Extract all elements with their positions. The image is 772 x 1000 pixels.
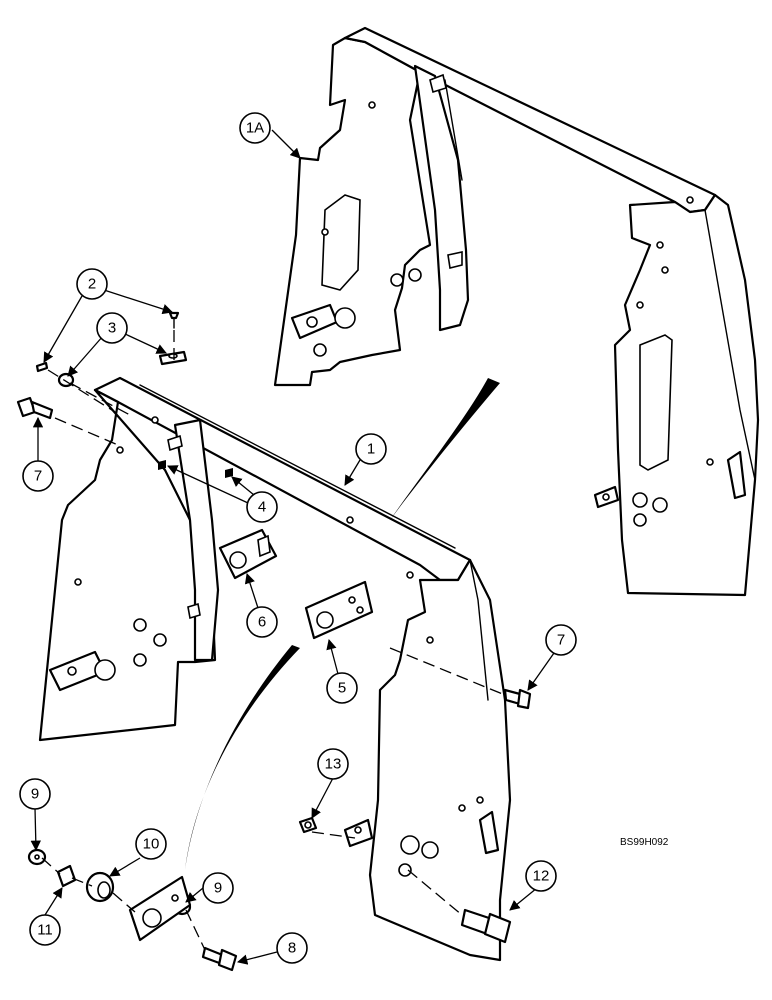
bolt-7-right	[503, 688, 532, 710]
nut-4-a	[158, 460, 166, 470]
callout-7-right-label: 7	[557, 632, 565, 649]
callout-3-label: 3	[108, 320, 116, 337]
clip-plate	[128, 875, 192, 942]
assembly-arrow-lower	[185, 645, 300, 870]
bolt-7-left	[16, 396, 54, 420]
assembly-arrow-upper	[390, 378, 500, 520]
callout-9-left: 9	[19, 778, 51, 810]
bracket-5	[304, 580, 374, 640]
callout-4-label: 4	[258, 499, 266, 516]
nut-13	[298, 816, 318, 834]
callout-13-label: 13	[325, 756, 342, 773]
screw-2-right	[168, 311, 180, 329]
callout-9-left-label: 9	[31, 786, 39, 803]
bracket-6	[218, 528, 278, 580]
nut-4-b	[225, 468, 233, 478]
callout-11: 11	[29, 914, 61, 946]
bolt-12	[460, 908, 512, 944]
callout-5: 5	[326, 672, 358, 704]
callout-8: 8	[276, 932, 308, 964]
callout-4: 4	[246, 491, 278, 523]
callout-1a: 1A	[239, 112, 271, 144]
callout-6: 6	[246, 606, 278, 638]
bolt-8	[201, 946, 238, 972]
callout-10-label: 10	[143, 836, 160, 853]
callout-1-label: 1	[367, 441, 375, 458]
callout-10: 10	[135, 828, 167, 860]
callout-9-right-label: 9	[214, 880, 222, 897]
panel-1a	[273, 26, 760, 597]
leader-lines	[30, 129, 555, 965]
drawing-reference: BS99H092	[620, 837, 669, 848]
callout-9-right: 9	[202, 872, 234, 904]
callout-7-left-label: 7	[34, 468, 42, 485]
callout-12: 12	[525, 860, 557, 892]
callout-2-label: 2	[88, 276, 96, 293]
callout-5-label: 5	[338, 680, 346, 697]
screw-2-left	[35, 361, 49, 373]
callout-11-label: 11	[37, 922, 53, 939]
grommet-10	[85, 871, 115, 903]
retainer-3-right	[158, 350, 188, 366]
callout-3: 3	[96, 312, 128, 344]
callout-1a-label: 1A	[246, 120, 264, 137]
assembly-lines	[41, 330, 506, 951]
callout-13: 13	[317, 748, 349, 780]
callout-1: 1	[355, 433, 387, 465]
callout-6-label: 6	[258, 614, 266, 631]
callout-8-label: 8	[288, 940, 296, 957]
callout-12-label: 12	[533, 868, 550, 885]
panel-1	[38, 376, 512, 962]
spacer-11	[56, 864, 77, 888]
callout-2: 2	[76, 268, 108, 300]
callout-7-left: 7	[22, 460, 54, 492]
callout-7-right: 7	[545, 624, 577, 656]
